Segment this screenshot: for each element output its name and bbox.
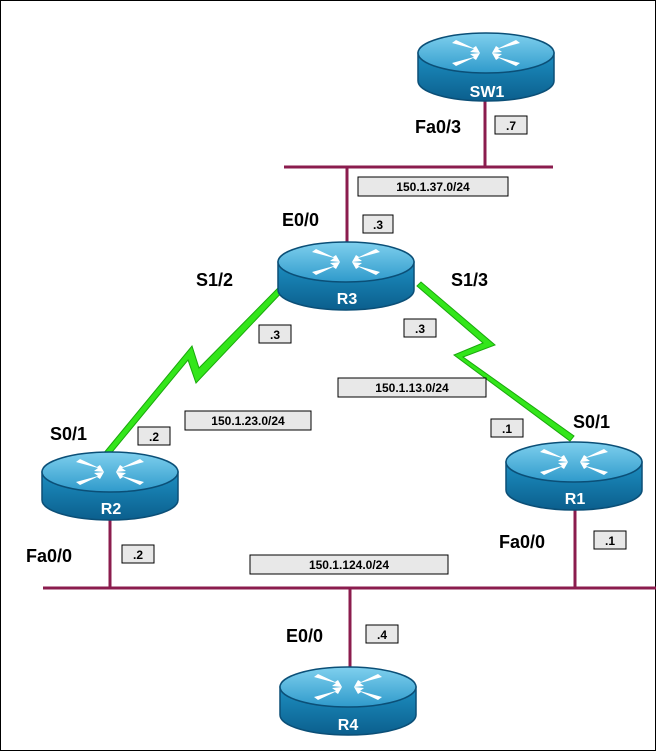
router-r3-name: R3 [337,291,358,308]
network-150-1-37: 150.1.37.0/24 [396,180,470,194]
network-box-23: 150.1.23.0/24 [184,410,312,431]
host-box-r3-s13: .3 [403,318,437,338]
r4-e00-label: E0/0 [286,626,323,646]
r3-s13-label: S1/3 [451,270,488,290]
host-box-r3-s12: .3 [258,324,292,344]
network-box-37: 150.1.37.0/24 [357,176,509,197]
r2-fa00-label: Fa0/0 [26,546,72,566]
network-150-1-124: 150.1.124.0/24 [309,558,389,572]
network-box-124: 150.1.124.0/24 [249,554,449,575]
host-r2-fa: .2 [133,548,143,562]
host-r3-e: .3 [373,218,383,232]
sw1-fa03-label: Fa0/3 [415,117,461,137]
host-box-r1-fa: .1 [593,530,627,550]
network-box-13: 150.1.13.0/24 [337,377,487,398]
r1-fa00-label: Fa0/0 [499,532,545,552]
network-150-1-23: 150.1.23.0/24 [211,414,285,428]
router-r2-name: R2 [101,501,122,518]
host-box-r3-e: .3 [362,214,394,234]
host-r1-fa: .1 [605,534,615,548]
host-sw1: .7 [506,119,516,133]
host-r4: .4 [377,628,387,642]
r3-s12-label: S1/2 [196,270,233,290]
host-box-r1-s: .1 [490,418,524,438]
r2-s01-label: S0/1 [50,424,87,444]
host-box-sw1: .7 [494,115,528,135]
router-sw1-name: SW1 [470,84,505,101]
host-r3-s12: .3 [270,328,280,342]
host-box-r4: .4 [365,624,399,644]
serial-link-r1-r3 [416,281,575,442]
host-r3-s13: .3 [415,322,425,336]
router-r1-name: R1 [565,491,586,508]
host-box-r2-s: .2 [137,426,171,446]
host-r2-s: .2 [149,430,159,444]
network-150-1-13: 150.1.13.0/24 [375,381,449,395]
router-r4-name: R4 [338,717,359,734]
r3-e00-label: E0/0 [282,210,319,230]
host-r1-s: .1 [502,422,512,436]
serial-link-r2-r3 [102,284,286,458]
host-box-r2-fa: .2 [121,544,155,564]
r1-s01-label: S0/1 [573,412,610,432]
